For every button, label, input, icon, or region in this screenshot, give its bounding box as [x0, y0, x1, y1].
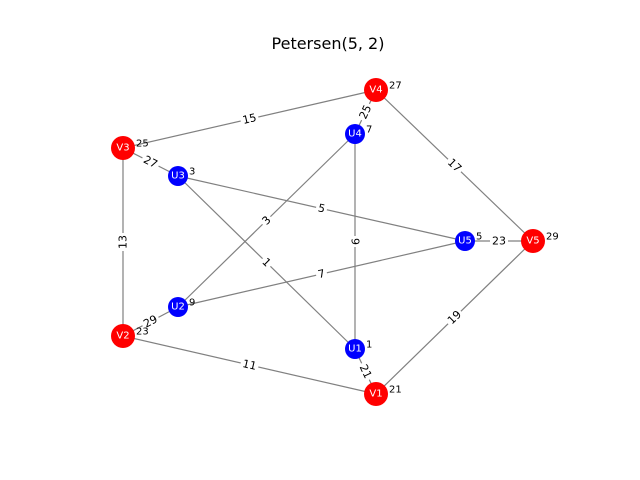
edge-weight-label: 29 — [141, 312, 159, 330]
node-u1: U1 1 — [345, 339, 372, 359]
node-v4: V4 27 — [364, 78, 402, 102]
edge-weight-background — [314, 265, 329, 283]
node-value: 9 — [189, 298, 195, 309]
node-value: 3 — [189, 167, 195, 178]
edge-weight-background — [139, 311, 162, 332]
edge-weight-label: 25 — [357, 103, 375, 121]
node-circle — [345, 124, 365, 144]
node-circle — [364, 78, 388, 102]
node-label: U1 — [348, 344, 362, 355]
node-circle — [168, 166, 188, 186]
edge-weight-background — [490, 234, 508, 248]
edge-weight-label: 21 — [357, 362, 375, 380]
edge-weight-group: 5 — [314, 200, 329, 217]
edge-weight-group: 23 — [490, 234, 508, 248]
graph-title: Petersen(5, 2) — [272, 34, 385, 53]
node-circle — [364, 382, 388, 406]
node-circle — [455, 231, 475, 251]
node-u5: U5 5 — [455, 231, 482, 251]
node-circle — [345, 339, 365, 359]
node-v1: V1 21 — [364, 382, 402, 406]
edge-weight-label: 27 — [141, 153, 159, 171]
node-value: 27 — [389, 81, 402, 92]
edge-weight-label: 15 — [241, 111, 258, 127]
node-u4: U4 7 — [345, 124, 372, 144]
node-value: 5 — [476, 232, 482, 243]
edge-weight-label: 11 — [241, 357, 258, 373]
edge-weight-background — [257, 253, 276, 272]
edge-weight-group: 7 — [314, 265, 329, 283]
edge-weight-background — [355, 360, 376, 383]
node-label: V3 — [116, 143, 129, 154]
edge-weight-group: 1 — [257, 253, 276, 272]
edge-weight-label: 23 — [492, 235, 506, 248]
edge-weight-label: 5 — [317, 201, 327, 215]
node-value: 29 — [546, 232, 559, 243]
edge-weight-group: 9 — [348, 236, 362, 247]
node-label: U5 — [458, 236, 472, 247]
node-v3: V3 25 — [111, 136, 149, 160]
node-label: U2 — [171, 302, 185, 313]
node-v2: V2 23 — [111, 324, 149, 348]
edge-weight-group: 15 — [239, 110, 260, 128]
node-u3: U3 3 — [168, 166, 195, 186]
edge-weight-group: 25 — [355, 100, 376, 124]
edge-weight-group: 21 — [355, 360, 376, 383]
edge-weight-group: 19 — [443, 306, 466, 329]
node-value: 7 — [366, 125, 372, 136]
edge-weight-background — [443, 154, 466, 177]
edge-weight-background — [257, 211, 276, 230]
edge-weight-group: 27 — [139, 151, 162, 173]
node-circle — [111, 324, 135, 348]
edge-weight-background — [239, 110, 260, 128]
edge-weight-group: 11 — [239, 356, 260, 374]
node-value: 25 — [136, 139, 149, 150]
node-label: V2 — [116, 331, 129, 342]
node-label: V1 — [369, 389, 382, 400]
edge-weight-label: 7 — [317, 267, 327, 281]
node-circle — [521, 229, 545, 253]
node-label: U3 — [171, 171, 185, 182]
node-label: V4 — [369, 85, 382, 96]
edge-weight-background — [116, 233, 130, 251]
edge-weight-label: 9 — [349, 238, 362, 245]
edge-weight-background — [355, 100, 376, 124]
edge-weight-background — [348, 236, 362, 247]
node-label: U4 — [348, 129, 362, 140]
edge-weight-background — [443, 306, 466, 329]
node-u2: U2 9 — [168, 297, 195, 317]
edge-weight-group: 3 — [257, 211, 276, 230]
node-circle — [168, 297, 188, 317]
edge-weight-group: 29 — [139, 311, 162, 332]
node-value: 1 — [366, 340, 372, 351]
edge-weight-background — [239, 356, 260, 374]
edge-weight-background — [139, 151, 162, 173]
edge-weight-group: 17 — [443, 154, 466, 177]
node-v5: V5 29 — [521, 229, 559, 253]
node-label: V5 — [526, 236, 539, 247]
node-circle — [111, 136, 135, 160]
edge-weight-group: 13 — [116, 233, 130, 251]
edge-weight-label: 13 — [117, 235, 130, 249]
node-value: 23 — [136, 327, 149, 338]
node-value: 21 — [389, 385, 402, 396]
edge-weight-background — [314, 200, 329, 217]
